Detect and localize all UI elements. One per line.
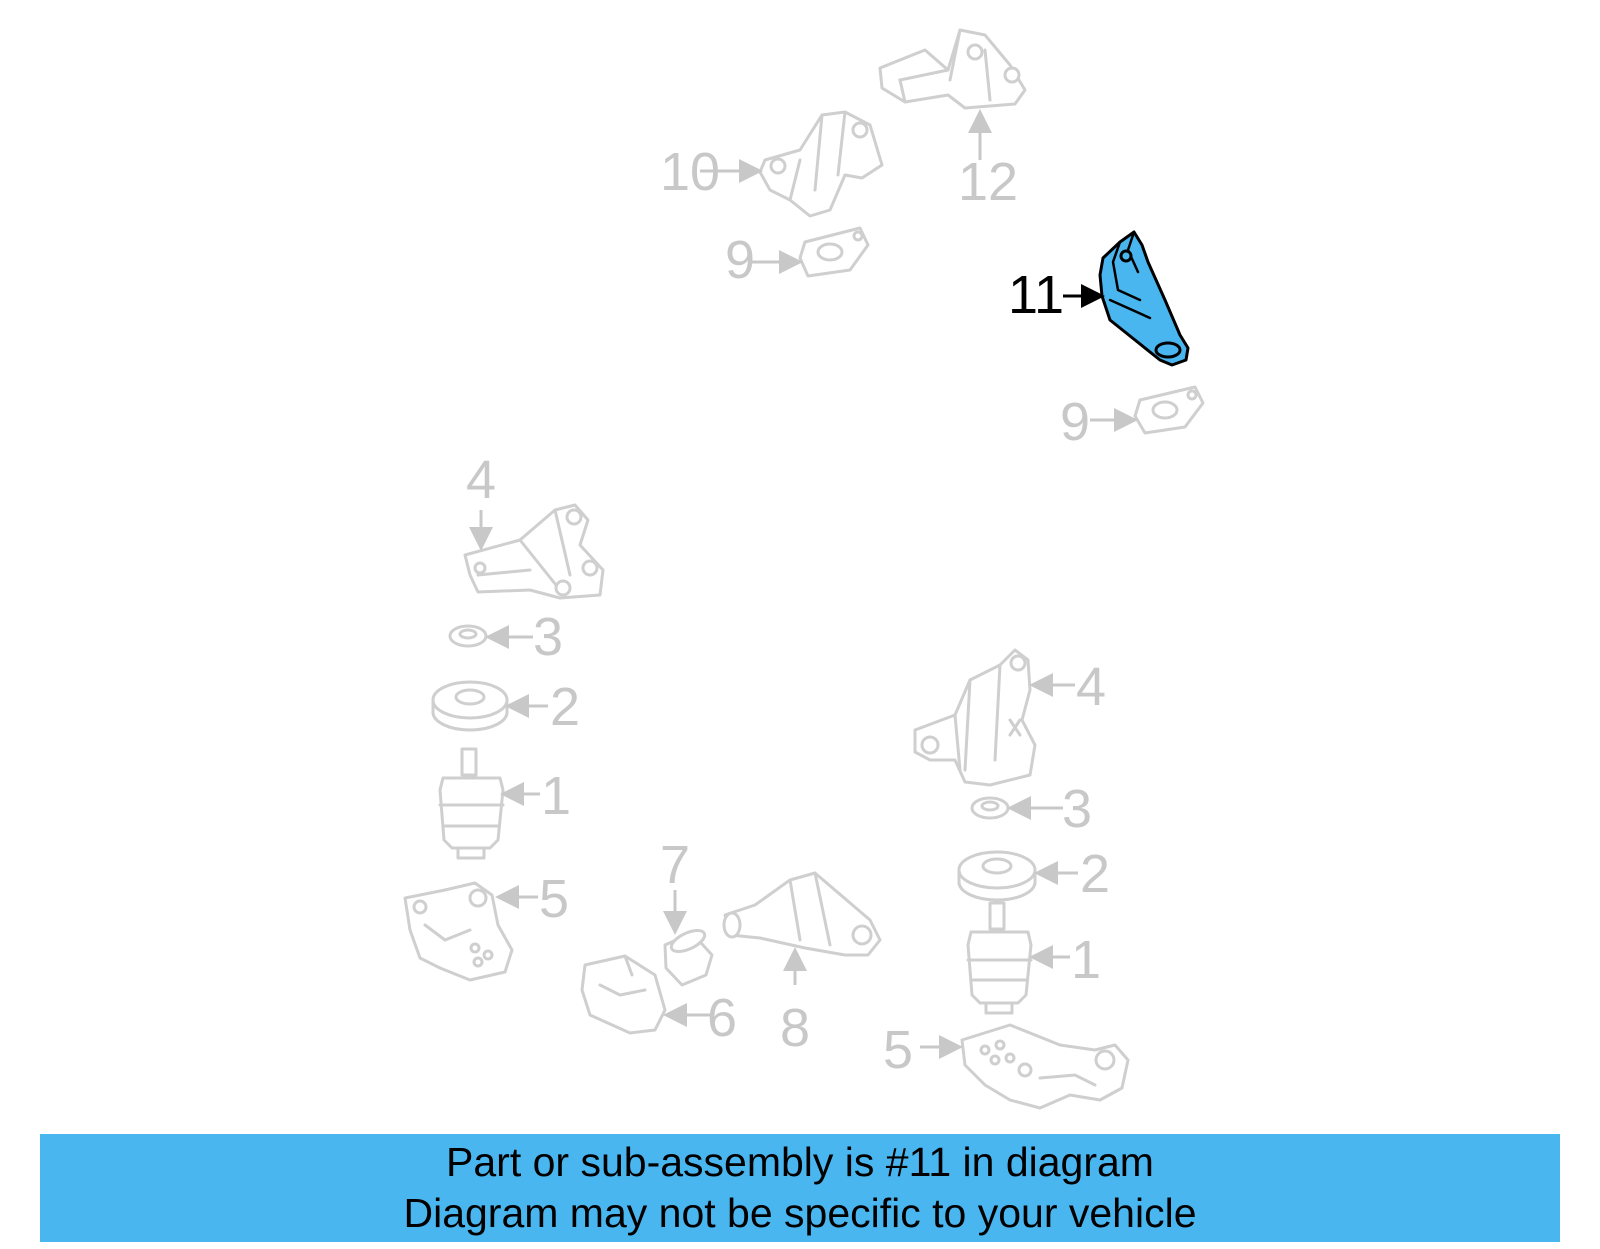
part-6-pad (580, 954, 667, 1035)
part-9-pad-right (1133, 385, 1205, 435)
part-3-washer-right (970, 796, 1010, 820)
callout-2-right: 2 (1080, 844, 1110, 904)
callout-3-right: 3 (1062, 779, 1092, 839)
callout-12: 12 (958, 152, 1018, 212)
part-2-insulator-right (957, 850, 1037, 902)
callout-1-right: 1 (1071, 930, 1101, 990)
part-4-bracket-left (463, 503, 605, 600)
part-7-bushing (663, 928, 714, 987)
callout-8: 8 (780, 998, 810, 1058)
callout-5-left: 5 (539, 869, 569, 929)
callout-5-right: 5 (883, 1020, 913, 1080)
callout-7: 7 (660, 835, 690, 895)
callout-10: 10 (660, 142, 720, 202)
part-8-link (722, 871, 882, 957)
callout-11: 11 (1008, 265, 1064, 325)
part-1-mount-right (966, 901, 1033, 1015)
part-10-bracket (758, 110, 884, 218)
callout-4-right: 4 (1076, 657, 1106, 717)
callout-9-right: 9 (1060, 392, 1090, 452)
part-12-bracket (878, 28, 1027, 110)
banner-line-1: Part or sub-assembly is #11 in diagram (446, 1139, 1154, 1185)
callout-3-left: 3 (533, 607, 563, 667)
part-4-bracket-right (913, 648, 1037, 787)
callout-2-left: 2 (550, 677, 580, 737)
part-3-washer-left (448, 624, 488, 648)
part-5-plate-left (403, 881, 514, 982)
part-1-mount-left (438, 747, 505, 860)
banner-line-2: Diagram may not be specific to your vehi… (403, 1190, 1197, 1236)
callout-1-left: 1 (541, 766, 571, 826)
part-11-bracket-highlighted (1098, 230, 1190, 367)
callout-9-upper: 9 (725, 230, 755, 290)
part-9-pad-upper (798, 226, 870, 278)
callout-6: 6 (707, 988, 737, 1048)
part-5-plate-right (960, 1023, 1130, 1110)
info-banner: Part or sub-assembly is #11 in diagram D… (40, 1134, 1560, 1242)
callout-4-left: 4 (466, 450, 496, 510)
part-2-insulator-left (431, 680, 509, 732)
